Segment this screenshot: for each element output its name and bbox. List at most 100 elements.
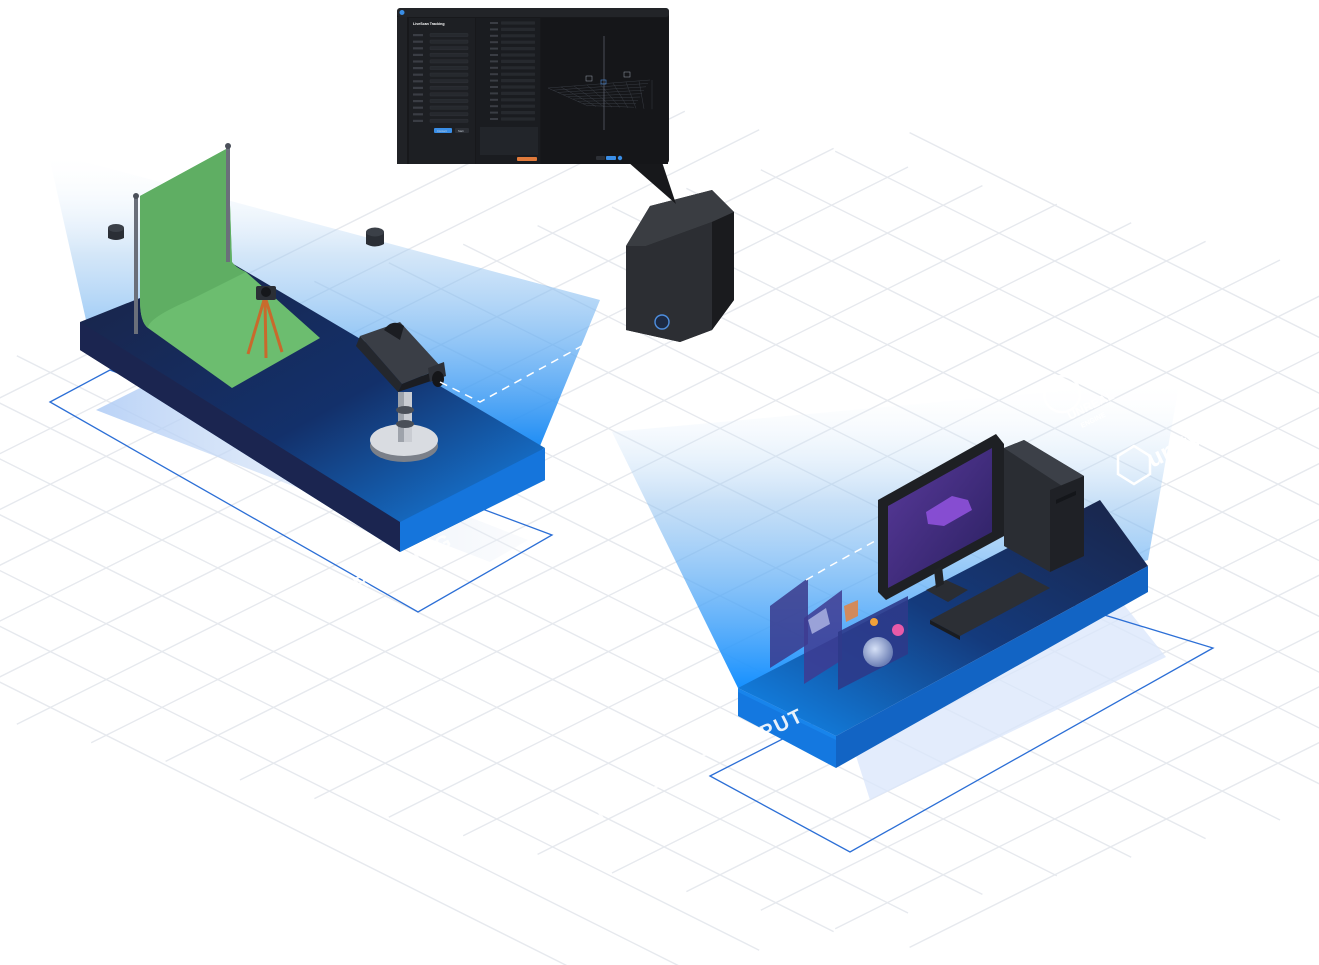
viewport-button-1[interactable] xyxy=(596,156,605,160)
viewport-grid-line xyxy=(547,79,651,89)
settings-row-field xyxy=(429,46,469,50)
device-row-field xyxy=(501,117,535,121)
start-button[interactable] xyxy=(455,128,469,133)
connection-line-camera xyxy=(439,335,601,403)
device-row-label xyxy=(490,54,498,56)
settings-row-field xyxy=(429,33,469,37)
settings-row-label xyxy=(413,119,423,122)
settings-row-field xyxy=(429,59,469,64)
car-render-icon xyxy=(926,496,972,526)
settings-row-label xyxy=(413,106,423,109)
settings-row-field xyxy=(429,39,469,44)
start-button-label: Start xyxy=(458,129,464,133)
viewport-grid-line xyxy=(560,86,597,107)
pc-tower-icon xyxy=(1004,440,1084,572)
monitor-icon xyxy=(878,434,1004,602)
device-row-label xyxy=(490,41,498,44)
grid-line xyxy=(909,131,1319,339)
callout-tail xyxy=(628,162,676,204)
viewport-grid-line xyxy=(567,93,643,98)
grid-line xyxy=(686,187,1319,506)
device-row-field xyxy=(501,21,535,25)
device-row-label xyxy=(490,98,498,101)
device-row-label xyxy=(490,73,498,76)
settings-row-label xyxy=(413,73,423,76)
origin-gizmo xyxy=(600,79,607,85)
viewport-grid-line xyxy=(638,80,645,109)
grid-line xyxy=(834,686,1319,930)
device-row-field xyxy=(501,34,535,38)
viewport-grid-line xyxy=(587,105,635,108)
device-row-label xyxy=(490,60,498,63)
device-row-field xyxy=(501,72,535,76)
device-row-label xyxy=(490,105,498,108)
device-row-field xyxy=(501,79,535,83)
app-logo-icon xyxy=(399,10,405,15)
grid-line xyxy=(611,518,1319,874)
settings-rows xyxy=(413,33,469,123)
device-row-field xyxy=(501,98,535,102)
settings-row-label xyxy=(413,86,423,89)
planet-orange-icon xyxy=(870,618,878,626)
connect-button[interactable] xyxy=(434,128,452,133)
settings-row-field xyxy=(429,66,469,70)
device-row-label xyxy=(490,118,498,120)
settings-row-label xyxy=(413,113,423,116)
tracking-sensor-left-icon xyxy=(108,224,124,240)
settings-row-field xyxy=(429,118,469,123)
planet-pink-icon xyxy=(892,624,904,636)
grid-line xyxy=(760,169,1319,450)
device-row-field xyxy=(501,53,535,57)
help-icon[interactable] xyxy=(617,155,623,161)
device-row-label xyxy=(490,86,498,88)
logo-icon xyxy=(654,314,670,330)
grid-line xyxy=(0,402,983,896)
device-row-label xyxy=(490,66,498,69)
settings-row-label xyxy=(413,53,423,56)
device-row-field xyxy=(501,104,535,108)
viewport-grid-line xyxy=(572,96,641,100)
grid-line xyxy=(0,681,568,965)
broadcast-camera-icon xyxy=(356,322,446,462)
tracked-camera-gizmo xyxy=(585,75,593,82)
viewport-grid-line xyxy=(547,87,589,107)
settings-row-field xyxy=(429,72,469,77)
viewport-grid-line xyxy=(552,83,649,91)
keyboard-icon xyxy=(930,572,1050,640)
device-row-field xyxy=(501,66,535,70)
grid-line xyxy=(686,574,1319,893)
tracking-sensor-right-icon xyxy=(366,227,384,247)
device-rows xyxy=(490,21,535,121)
settings-row-label xyxy=(413,40,423,43)
device-row-field xyxy=(501,47,535,51)
grid-line xyxy=(90,222,1132,744)
device-row-label xyxy=(490,92,498,95)
apply-button[interactable] xyxy=(517,157,537,161)
viewport-grid-line xyxy=(562,89,645,95)
output-ghost-label: REAL-TIME OUTPUT xyxy=(593,704,808,824)
grid-line xyxy=(0,458,909,914)
grid-line xyxy=(0,569,760,951)
viewport-button-2[interactable] xyxy=(606,156,616,160)
globe-icon xyxy=(863,637,893,667)
device-row-label xyxy=(490,111,498,114)
viewport-grid-line xyxy=(577,100,639,102)
grid-line xyxy=(0,625,679,965)
device-row-label xyxy=(490,79,498,82)
device-row-field xyxy=(501,85,535,89)
settings-row-field xyxy=(429,85,469,90)
device-row-label xyxy=(490,22,498,24)
software-window-title: LiveScan Tracking xyxy=(413,22,445,26)
settings-row-field xyxy=(429,112,469,116)
settings-row-label xyxy=(413,67,423,70)
device-row-label xyxy=(490,47,498,50)
device-row-label xyxy=(490,34,498,37)
3d-viewport xyxy=(547,36,653,130)
device-row-field xyxy=(501,40,535,44)
device-row-label xyxy=(490,28,498,31)
settings-row-label xyxy=(413,93,423,96)
settings-row-label xyxy=(413,34,423,37)
settings-row-label xyxy=(413,60,423,63)
tracking-device xyxy=(626,190,734,342)
